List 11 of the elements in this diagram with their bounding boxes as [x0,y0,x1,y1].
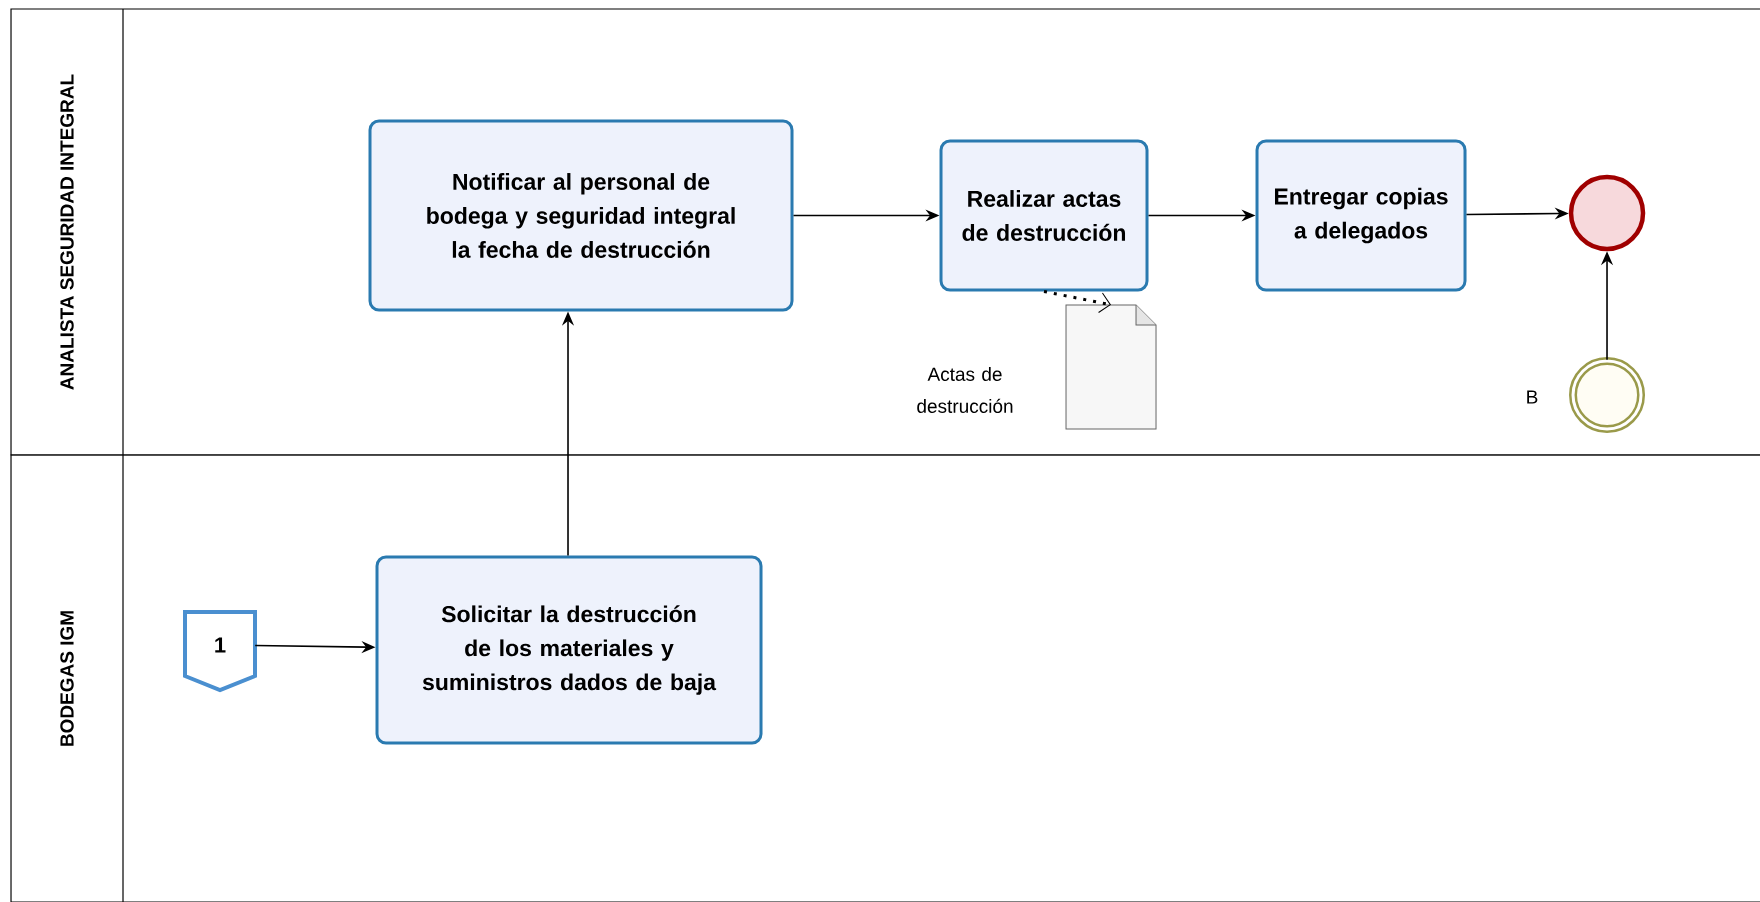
annotation-label: B [1527,390,1538,404]
association-line [1043,290,1111,314]
end-event-circle [1568,174,1646,252]
task-box: Realizar actas de destrucción [939,139,1149,292]
document-icon [1065,304,1157,430]
task-box: Entregar copias a delegados [1255,139,1467,292]
off-page-connector: 1 [183,610,257,693]
annotation-label: Actas de destrucción [917,367,1013,413]
task-box: Notificar al personal de bodega y seguridad integral la fecha de destrucción [368,119,794,312]
intermediate-event-circle [1569,357,1645,433]
task-box: Solicitar la destrucción de los materiales y suministros dados de baja [375,555,763,745]
